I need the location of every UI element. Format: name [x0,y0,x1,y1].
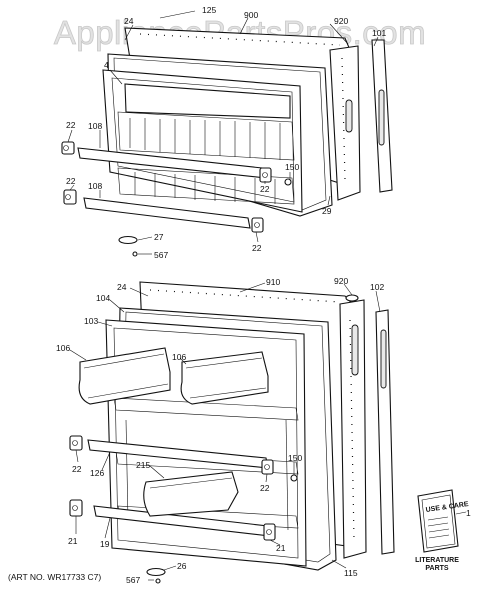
freezer-part-27 [118,235,138,245]
callout-104: 104 [96,293,110,303]
callout-4: 4 [104,60,109,70]
literature-booklet: USE & CARE [417,489,469,553]
callout-102: 102 [370,282,384,292]
shelf-support-right-lower [251,217,264,233]
fresh-food-screw-150 [290,474,298,482]
callout-26: 26 [177,561,187,571]
dairy-bin-right [180,351,269,405]
callout-125: 125 [202,5,216,15]
fresh-food-part-26 [146,567,166,577]
callout-21-a: 21 [68,536,78,546]
callout-24-b: 24 [117,282,127,292]
callout-22-b: 22 [260,184,270,194]
callout-108-a: 108 [88,121,102,131]
callout-920-b: 920 [334,276,348,286]
callout-150: 150 [285,162,299,172]
callout-567-top: 567 [154,250,168,260]
callout-21-b: 21 [276,543,286,553]
callout-22-c: 22 [66,176,76,186]
callout-1: 1 [466,508,471,518]
literature-caption-line2: PARTS [425,565,449,572]
callout-27: 27 [154,232,164,242]
callout-22-f: 22 [260,483,270,493]
freezer-screw-567 [132,251,138,257]
callout-150-b: 150 [288,453,302,463]
shelf-support-left-upper [61,141,75,155]
callout-920: 920 [334,16,348,26]
freezer-screw-150 [284,178,292,186]
callout-215: 215 [136,460,150,470]
fresh-food-screw-567 [155,578,161,584]
top-leader-lines [67,10,379,255]
callout-900: 900 [244,10,258,20]
watermark-text: AppliancePartsPros.com [54,14,426,51]
art-number: (ART NO. WR17733 C7) [8,572,101,582]
freezer-handle [371,39,393,193]
shelf-support-bottom-right-lower [263,523,276,541]
callout-22-e: 22 [72,464,82,474]
fresh-food-door-assembly: USE & CARE [69,281,469,584]
callout-126: 126 [90,468,104,478]
callout-29: 29 [322,206,332,216]
shelf-support-bottom-left-upper [69,435,83,451]
callout-22-d: 22 [252,243,262,253]
part-920-cap [345,294,359,302]
callout-22-a: 22 [66,120,76,130]
freezer-door-assembly [61,27,393,257]
literature-caption-line1: LITERATURE [415,557,459,564]
fresh-food-handle [375,309,395,555]
callout-24: 24 [124,16,134,26]
shelf-support-bottom-right-upper [261,459,274,475]
callout-567-bottom: 567 [126,575,140,585]
top-callouts: 125 900 920 24 4 101 22 108 150 22 22 10… [66,5,386,260]
callout-106-b: 106 [172,352,186,362]
bottom-callouts: 910 24 920 102 104 103 106 106 22 126 21… [56,276,471,585]
freezer-shelf-bar-lower [83,197,251,229]
callout-103: 103 [84,316,98,326]
callout-106-a: 106 [56,343,70,353]
callout-101: 101 [372,28,386,38]
shelf-support-left-lower [63,189,77,205]
shelf-support-bottom-left-lower [69,499,83,517]
freezer-liner [102,69,303,213]
dairy-bin-left [78,347,171,405]
callout-115: 115 [344,568,358,578]
callout-19: 19 [100,539,110,549]
callout-910: 910 [266,277,280,287]
callout-108-b: 108 [88,181,102,191]
storage-bin-215 [143,471,239,517]
shelf-support-right-upper [259,167,272,183]
bottom-leader-lines [69,282,467,581]
